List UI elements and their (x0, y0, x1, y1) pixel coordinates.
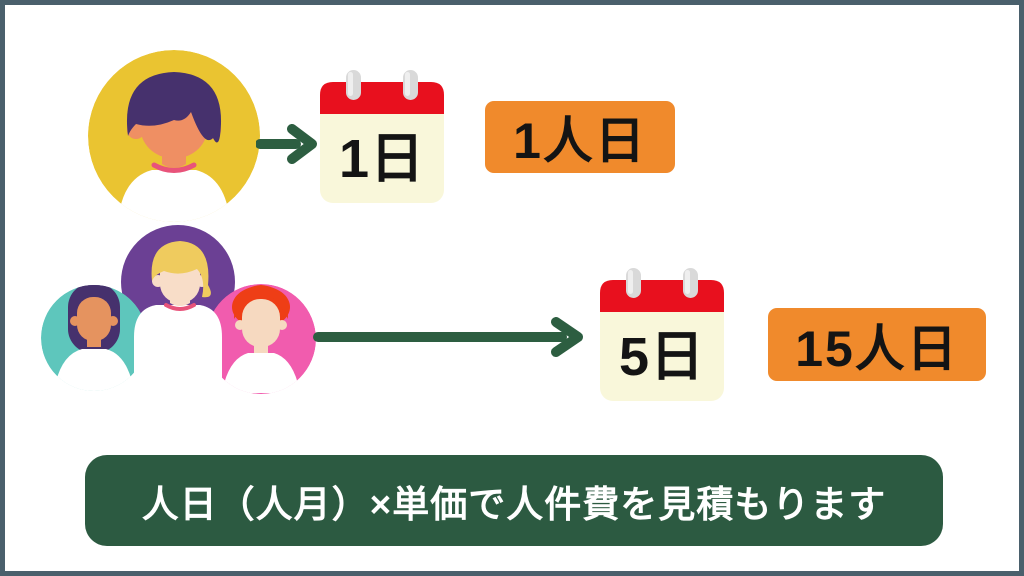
footer-note: 人日（人月）×単価で人件費を見積もります (85, 455, 943, 546)
avatar-blonde-member (134, 241, 222, 393)
arrow-right-icon (256, 124, 317, 164)
calendar-day-label: 5日 (618, 326, 706, 387)
avatar-teal-member (41, 285, 147, 391)
calendar-icon: 1日 (320, 70, 444, 204)
person-avatar-icon (88, 50, 260, 222)
person-days-badge: 1人日 (485, 101, 675, 173)
avatar-pink-member (206, 284, 316, 394)
team-avatars-icon (41, 225, 316, 394)
long-arrow-right-icon (313, 317, 583, 357)
calendar-art (600, 268, 724, 401)
calendar-icon: 5日 (600, 268, 724, 402)
calendar-art (320, 70, 444, 203)
calendar-day-label: 1日 (338, 128, 426, 189)
person-days-badge: 15人日 (768, 308, 986, 381)
